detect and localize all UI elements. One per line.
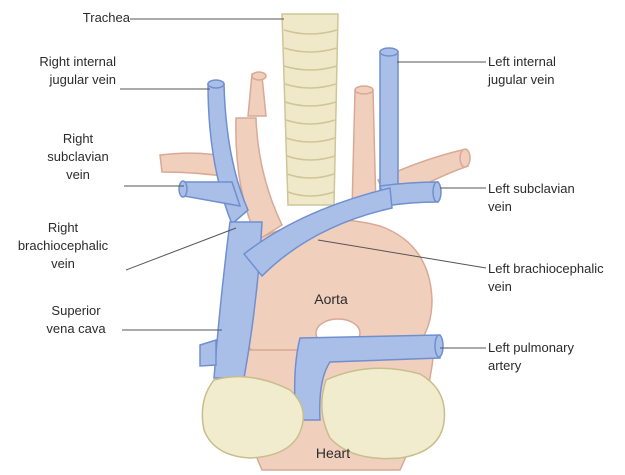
trachea-shape xyxy=(282,14,338,205)
label-text: Right internal xyxy=(4,53,116,71)
label-text: Trachea xyxy=(40,9,130,27)
label-text: subclavian xyxy=(36,148,120,166)
label-aorta: Aorta xyxy=(296,290,366,308)
label-text: Superior xyxy=(32,302,120,320)
label-text: brachiocephalic xyxy=(4,237,122,255)
label-trachea: Trachea xyxy=(40,9,130,27)
label-text: Right xyxy=(4,219,122,237)
label-right-internal-jugular-vein: Right internal jugular vein xyxy=(4,53,116,89)
label-left-internal-jugular-vein: Left internal jugular vein xyxy=(488,53,598,89)
label-text: Left brachiocephalic xyxy=(488,260,623,278)
label-text: jugular vein xyxy=(488,71,598,89)
label-left-subclavian-vein: Left subclavian vein xyxy=(488,180,608,216)
label-text: Heart xyxy=(298,444,368,462)
label-heart: Heart xyxy=(298,444,368,462)
label-right-brachiocephalic-vein: Right brachiocephalic vein xyxy=(4,219,122,273)
leader-right-brachiocephalic xyxy=(126,228,236,270)
label-text: vein xyxy=(488,278,623,296)
label-left-pulmonary-artery: Left pulmonary artery xyxy=(488,339,598,375)
label-superior-vena-cava: Superior vena cava xyxy=(32,302,120,338)
label-text: vein xyxy=(36,166,120,184)
label-text: vein xyxy=(4,255,122,273)
label-text: jugular vein xyxy=(4,71,116,89)
label-left-brachiocephalic-vein: Left brachiocephalic vein xyxy=(488,260,623,296)
label-text: Left subclavian xyxy=(488,180,608,198)
label-text: Right xyxy=(36,130,120,148)
label-text: vena cava xyxy=(32,320,120,338)
label-text: artery xyxy=(488,357,598,375)
label-right-subclavian-vein: Right subclavian vein xyxy=(36,130,120,184)
label-text: Left internal xyxy=(488,53,598,71)
label-text: Left pulmonary xyxy=(488,339,598,357)
label-text: vein xyxy=(488,198,608,216)
label-text: Aorta xyxy=(296,290,366,308)
